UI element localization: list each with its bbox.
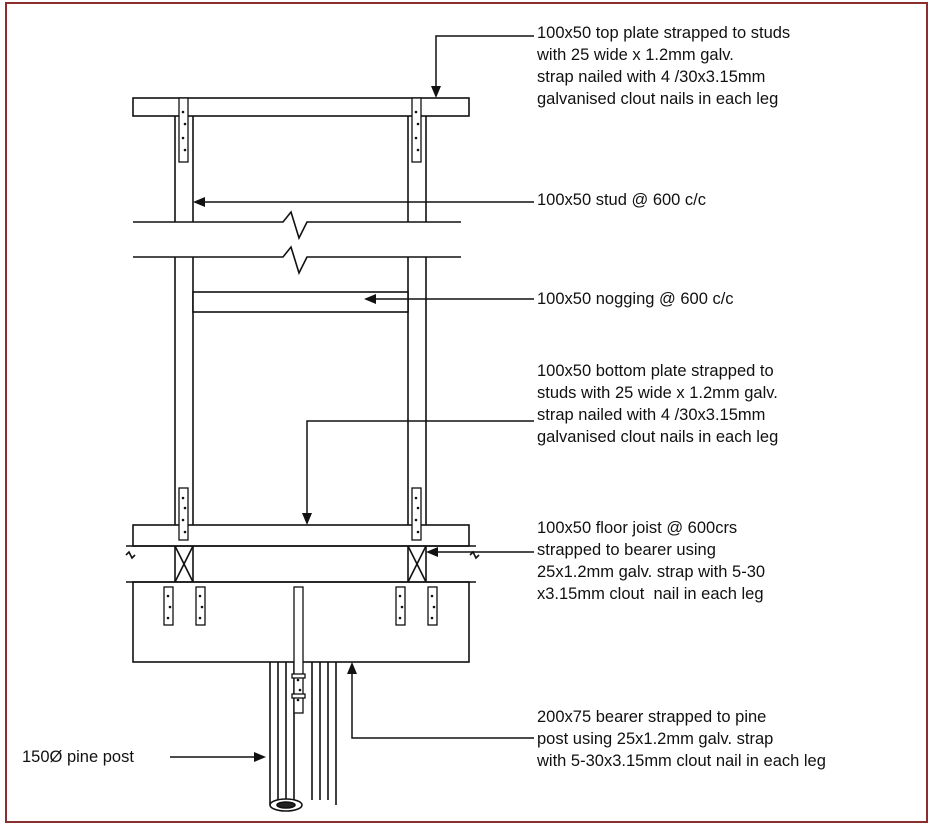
nogging — [192, 291, 409, 313]
leader-bottom-plate — [306, 420, 534, 517]
label-nogging: 100x50 nogging @ 600 c/c — [537, 290, 734, 308]
strap-joist-left-a — [163, 586, 174, 626]
break-line-lower — [133, 245, 461, 276]
straps — [163, 97, 438, 714]
label-stud: 100x50 stud @ 600 c/c — [537, 191, 707, 209]
joist-cross-left — [174, 545, 194, 583]
joist-cross-right — [407, 545, 427, 583]
strap-top-right — [411, 97, 422, 163]
right-stud — [407, 116, 427, 525]
label-bearer: 200x75 bearer strapped to pine post usin… — [537, 708, 826, 770]
left-stud — [174, 116, 194, 525]
leader-bearer — [351, 670, 534, 739]
strap-bottom-right — [411, 487, 422, 541]
strap-bottom-left — [178, 487, 189, 541]
strap-joist-right-b — [427, 586, 438, 626]
label-top-plate: 100x50 top plate strapped to studs with … — [537, 24, 791, 108]
arrowheads — [193, 86, 441, 762]
leader-top-plate — [435, 35, 534, 90]
strap-joist-right-a — [395, 586, 406, 626]
strap-top-left — [178, 97, 189, 163]
leader-lines — [170, 35, 534, 758]
top-plate — [132, 97, 470, 117]
strap-bearer — [293, 586, 304, 714]
nail-dots — [166, 110, 436, 702]
break-line-upper — [133, 210, 461, 241]
strap-joist-left-b — [195, 586, 206, 626]
border — [5, 2, 928, 823]
label-pine-post: 150Ø pine post — [22, 748, 134, 766]
label-floor-joist: 100x50 floor joist @ 600crs strapped to … — [537, 519, 766, 603]
label-bottom-plate: 100x50 bottom plate strapped to studs wi… — [537, 362, 779, 446]
